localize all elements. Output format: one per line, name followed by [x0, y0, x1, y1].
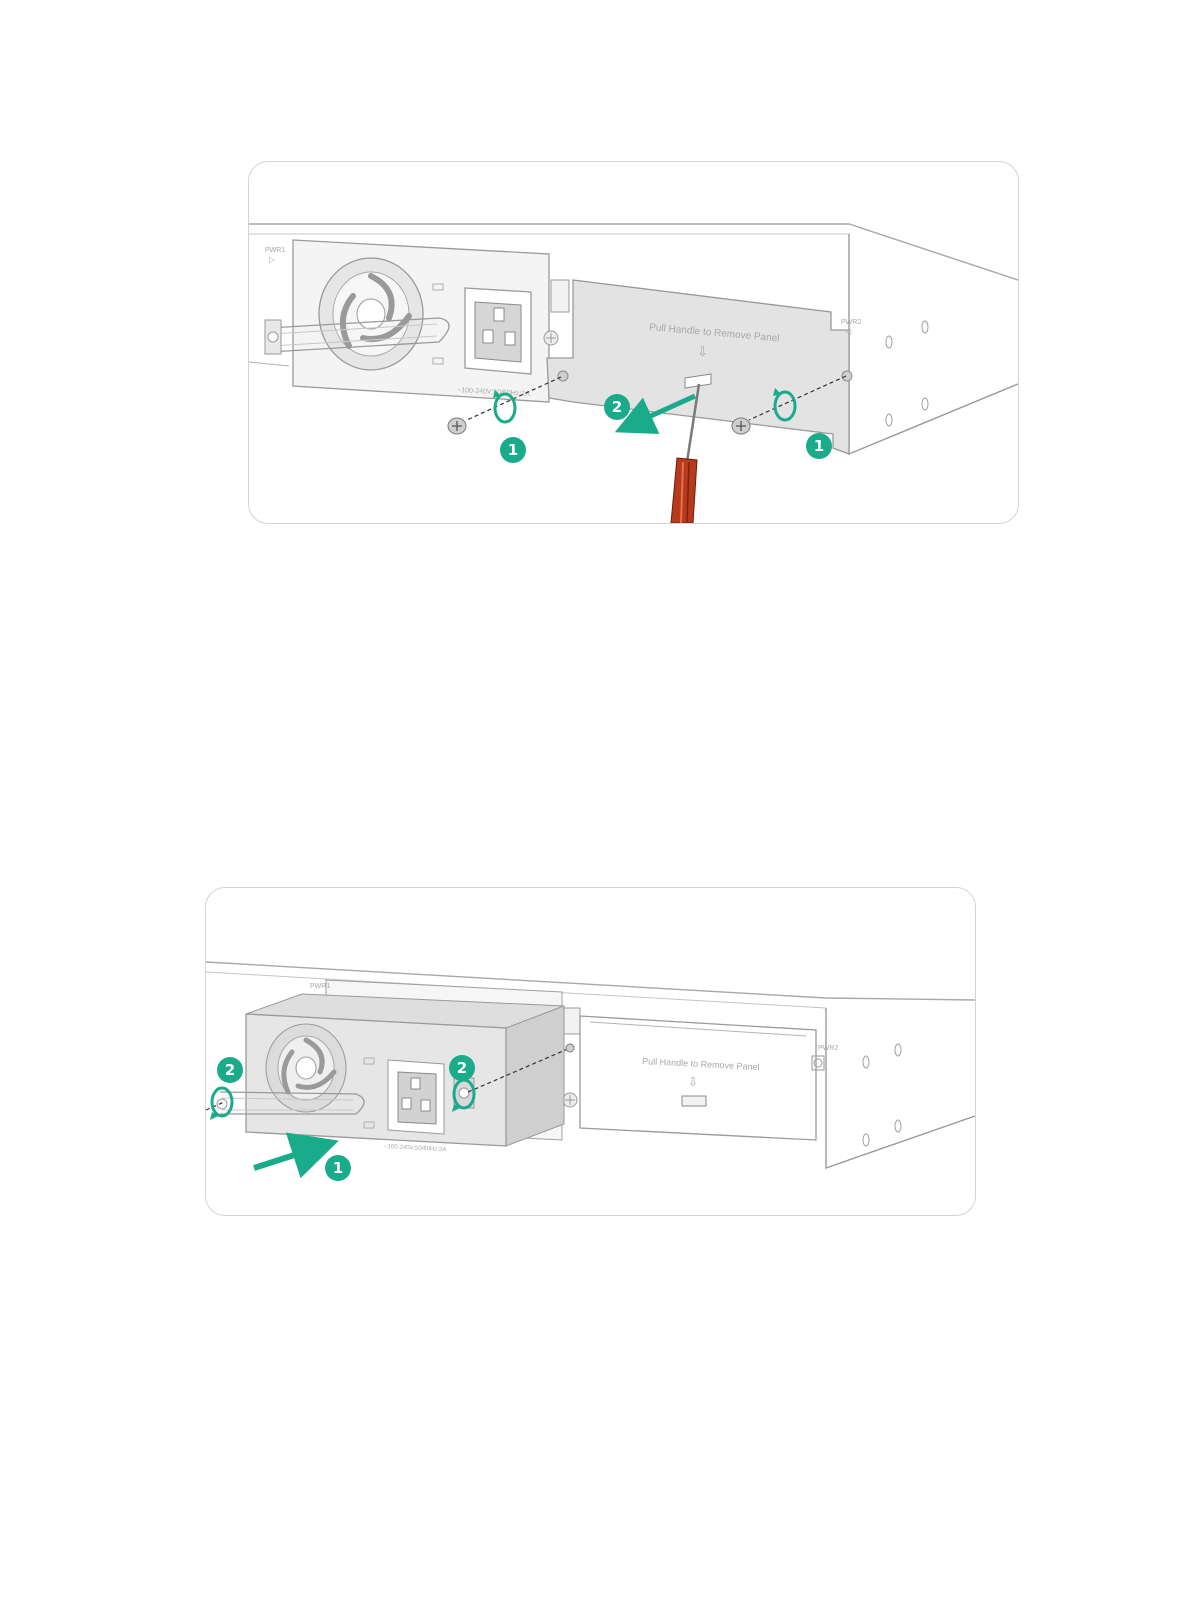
screw-icon	[732, 418, 750, 434]
ac-power-inlet-icon	[388, 1060, 444, 1134]
step-badge-2-right: 2	[449, 1055, 475, 1081]
svg-text:2: 2	[225, 1061, 235, 1079]
slot1-label: PWR1	[310, 983, 330, 990]
slot2-label: PWR2	[841, 319, 861, 326]
svg-text:2: 2	[612, 398, 622, 416]
svg-text:2: 2	[457, 1059, 467, 1077]
push-arrow-icon	[254, 1148, 316, 1168]
step-badge-1: 1	[325, 1155, 351, 1181]
power-supply-installation-illustration: PWR1 Pull Handle to Remove Panel ⇩ PWR2	[206, 888, 975, 1215]
psu-rating-label: ~100-240V;50/60Hz;2A	[384, 1144, 447, 1153]
ac-power-inlet-icon	[465, 288, 531, 374]
svg-text:1: 1	[508, 441, 518, 459]
slot1-arrow-icon: ▷	[269, 255, 276, 264]
figure-install-power-supply: PWR1 Pull Handle to Remove Panel ⇩ PWR2	[205, 887, 976, 1216]
figure-remove-filler-panel: PWR1 ▷	[248, 161, 1019, 524]
slot1-label: PWR1	[265, 247, 285, 254]
svg-text:1: 1	[333, 1159, 343, 1177]
step-badge-2-left: 2	[217, 1057, 243, 1083]
step-badge-1-right: 1	[806, 433, 832, 459]
slot2-arrow-icon: ◁	[845, 327, 852, 336]
step-badge-1-left: 1	[500, 437, 526, 463]
svg-text:1: 1	[814, 437, 824, 455]
fan-icon	[319, 258, 423, 370]
step-badge-2: 2	[604, 394, 630, 420]
down-arrow-icon: ⇩	[697, 344, 708, 359]
slot2-label: PWR2	[818, 1045, 838, 1052]
filler-panel-removal-illustration: PWR1 ▷	[249, 162, 1018, 523]
psu-module-icon: ~100-240V;50/60Hz;2A	[217, 994, 564, 1153]
filler-panel: Pull Handle to Remove Panel ⇩	[547, 280, 852, 454]
filler-panel: Pull Handle to Remove Panel ⇩	[580, 1016, 824, 1140]
down-arrow-icon: ⇩	[688, 1075, 698, 1089]
screw-icon	[448, 418, 466, 434]
power-supply-module: ~100-240V;50/60Hz;2A	[265, 240, 558, 402]
